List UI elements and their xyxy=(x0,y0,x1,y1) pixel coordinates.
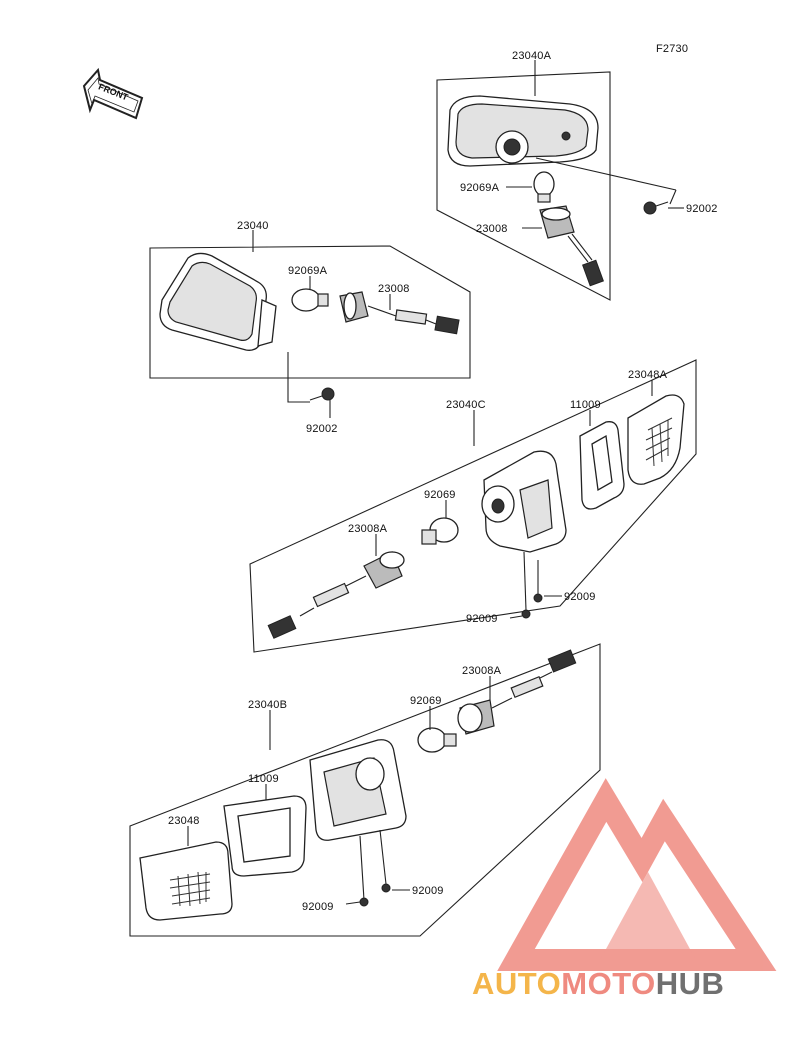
label-92069a: 92069A xyxy=(460,182,500,194)
group-23040a: 23040A 92069A 23008 92002 xyxy=(436,50,718,301)
group-23040c: 23040C 11009 23048A 92069 23008A 92009 9… xyxy=(249,359,697,653)
label-23008a: 23008A xyxy=(348,523,388,535)
group-frame xyxy=(149,245,471,379)
front-arrow-icon: FRONT xyxy=(82,67,144,120)
label-23040a: 23040A xyxy=(512,50,552,62)
housing-inner xyxy=(455,103,589,159)
label-92009: 92009 xyxy=(466,613,498,625)
watermark-text: AUTOMOTOHUB xyxy=(472,966,724,1001)
figure-code: F2730 xyxy=(656,43,688,55)
group-frame xyxy=(249,359,697,653)
housing-inner xyxy=(167,261,257,341)
label-23008: 23008 xyxy=(378,283,410,295)
lens xyxy=(627,394,685,485)
group-frame xyxy=(129,643,601,937)
label-92002: 92002 xyxy=(686,203,718,215)
label-92009: 92009 xyxy=(302,901,334,913)
lens xyxy=(139,841,233,921)
label-92069: 92069 xyxy=(424,489,456,501)
label-23008a: 23008A xyxy=(462,665,502,677)
watermark-part-auto: AUTO xyxy=(472,966,561,1001)
group-23040b: 23040B 23008A 92069 11009 23048 92009 92… xyxy=(129,643,601,937)
watermark-logo xyxy=(497,778,777,971)
group-23040: 23040 92069A 23008 92002 xyxy=(149,220,471,435)
connector-icon xyxy=(547,649,577,673)
connector-icon xyxy=(434,315,460,335)
connector-icon xyxy=(582,259,604,287)
label-92009: 92009 xyxy=(412,885,444,897)
label-92002: 92002 xyxy=(306,423,338,435)
watermark-part-moto: MOTO xyxy=(561,966,655,1001)
label-23040c: 23040C xyxy=(446,399,486,411)
label-92009: 92009 xyxy=(564,591,596,603)
bulb-icon xyxy=(533,171,555,197)
screw-icon xyxy=(359,829,391,907)
label-23048a: 23048A xyxy=(628,369,668,381)
label-11009: 11009 xyxy=(248,773,279,785)
watermark-part-hub: HUB xyxy=(656,966,725,1001)
bulb-icon xyxy=(417,727,447,753)
bulb-icon xyxy=(291,288,321,312)
label-92069a: 92069A xyxy=(288,265,328,277)
screw-icon xyxy=(643,201,669,215)
label-23048: 23048 xyxy=(168,815,200,827)
screw-icon xyxy=(521,551,543,619)
label-11009: 11009 xyxy=(570,399,601,411)
screw-icon xyxy=(309,387,335,401)
label-23040b: 23040B xyxy=(248,699,287,711)
label-92069: 92069 xyxy=(410,695,442,707)
socket-hole-inner xyxy=(503,138,521,156)
group-frame xyxy=(436,71,611,301)
label-23008: 23008 xyxy=(476,223,508,235)
label-23040: 23040 xyxy=(237,220,269,232)
watermark-triangle-icon xyxy=(497,778,777,971)
housing-screw-hole xyxy=(561,131,571,141)
connector-icon xyxy=(267,615,297,639)
